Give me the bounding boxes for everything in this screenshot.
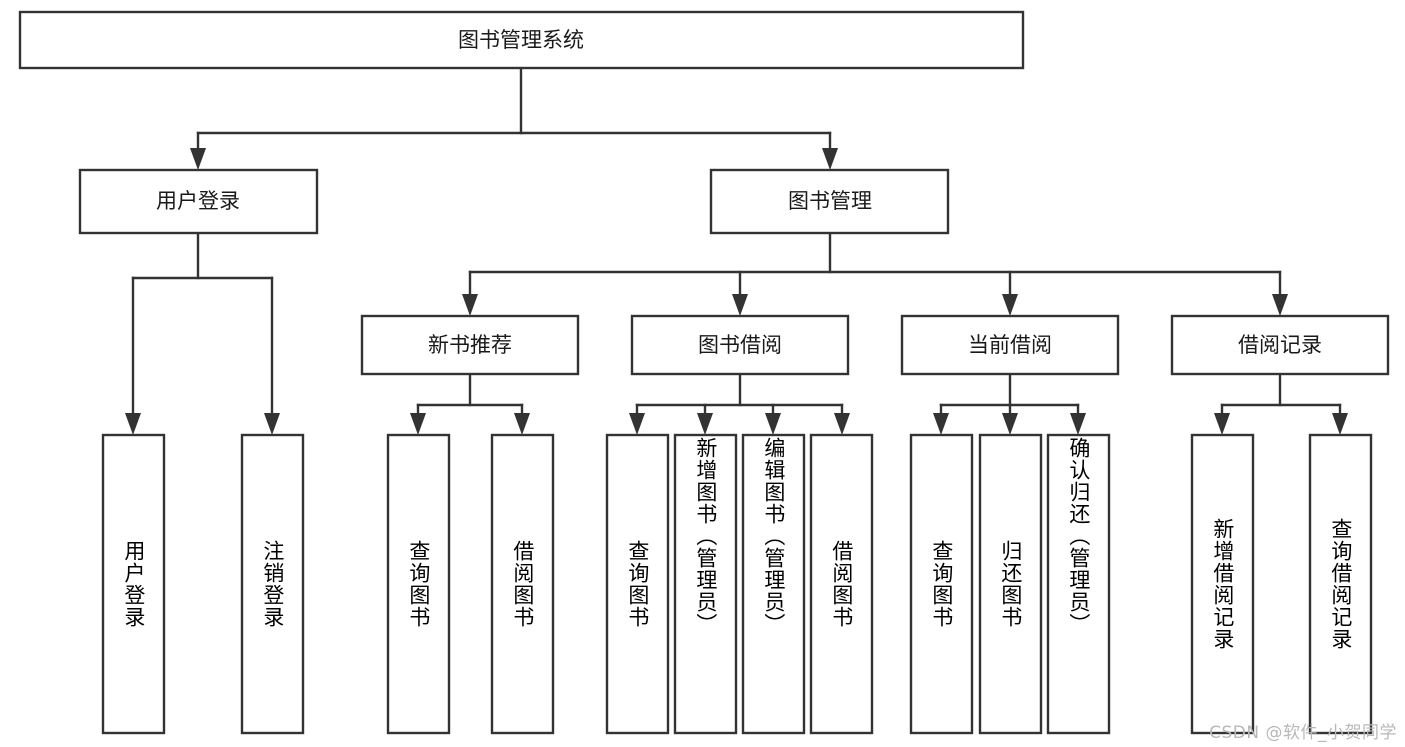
node-leaf-book-borrow-1[interactable] — [605, 433, 670, 735]
connector-group-user-login — [125, 231, 280, 435]
watermark-text: CSDN @软件_小贺同学 — [1209, 723, 1397, 743]
arrowhead-cb-leaf3 — [1070, 413, 1086, 435]
node-user-login-label: 用户登录 — [156, 189, 240, 213]
node-leaf-user-login-1[interactable] — [101, 433, 166, 735]
arrowhead-bb-leaf3 — [765, 413, 781, 435]
arrowhead-br-leaf2 — [1332, 413, 1348, 435]
node-leaf-new-book-2[interactable] — [490, 433, 555, 735]
arrowhead-current-borrow — [1002, 294, 1018, 316]
node-book-borrow[interactable] — [630, 314, 850, 376]
arrowhead-nb-leaf2 — [514, 413, 530, 435]
node-current-borrow-label: 当前借阅 — [968, 333, 1052, 357]
node-leaf-book-borrow-2[interactable] — [673, 433, 738, 735]
node-book-manage[interactable] — [709, 168, 950, 235]
arrowhead-br-leaf1 — [1214, 413, 1230, 435]
arrowhead-new-book — [462, 294, 478, 316]
arrowhead-user-leaf1 — [125, 413, 141, 435]
arrowhead-bb-leaf4 — [834, 413, 850, 435]
node-leaf-current-borrow-1[interactable] — [909, 433, 974, 735]
node-leaf-current-borrow-3[interactable] — [1046, 433, 1111, 735]
node-book-borrow-label: 图书借阅 — [698, 333, 782, 357]
node-current-borrow[interactable] — [900, 314, 1120, 376]
node-user-login[interactable] — [78, 168, 319, 235]
node-book-manage-label: 图书管理 — [788, 189, 872, 213]
node-leaf-book-borrow-3[interactable] — [741, 433, 806, 735]
node-leaf-book-borrow-4[interactable] — [809, 433, 874, 735]
arrowhead-cb-leaf2 — [1002, 413, 1018, 435]
arrowhead-cb-leaf1 — [933, 413, 949, 435]
connector-group-book-manage — [462, 231, 1288, 316]
arrowhead-book-manage — [822, 148, 838, 170]
arrowhead-borrow-record — [1272, 294, 1288, 316]
arrowhead-bb-leaf2 — [697, 413, 713, 435]
node-root-label: 图书管理系统 — [458, 28, 584, 52]
node-borrow-record-label: 借阅记录 — [1238, 333, 1322, 357]
arrowhead-book-borrow — [732, 294, 748, 316]
node-leaf-user-login-2[interactable] — [240, 433, 305, 735]
connector-group-borrow-record — [1214, 372, 1348, 435]
node-leaf-borrow-record-2[interactable] — [1308, 433, 1373, 735]
node-borrow-record[interactable] — [1170, 314, 1390, 376]
connector-group-root — [190, 66, 838, 170]
node-leaf-current-borrow-2[interactable] — [978, 433, 1043, 735]
node-new-book-label: 新书推荐 — [428, 333, 512, 357]
node-new-book[interactable] — [360, 314, 580, 376]
connector-group-current-borrow — [933, 372, 1086, 435]
node-root[interactable] — [18, 10, 1025, 70]
arrowhead-user-login — [190, 148, 206, 170]
arrowhead-nb-leaf1 — [410, 413, 426, 435]
arrowhead-bb-leaf1 — [629, 413, 645, 435]
connector-group-book-borrow — [629, 372, 850, 435]
node-leaf-borrow-record-1[interactable] — [1190, 433, 1255, 735]
connector-group-new-book — [410, 372, 530, 435]
node-leaf-new-book-1[interactable] — [386, 433, 451, 735]
arrowhead-user-leaf2 — [264, 413, 280, 435]
